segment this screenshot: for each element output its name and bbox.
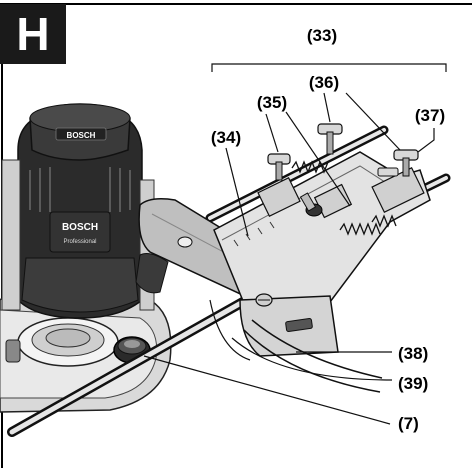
bracket-33 — [211, 63, 447, 72]
callout-37: (37) — [415, 106, 445, 125]
callout-39: (39) — [398, 374, 428, 393]
fine-adjust-springs — [291, 160, 397, 236]
callout-34: (34) — [211, 128, 241, 147]
brand-logo-top: BOSCH — [67, 131, 96, 140]
callout-35: (35) — [257, 93, 287, 112]
leader-lines — [143, 92, 435, 425]
callout-33: (33) — [307, 26, 337, 45]
router-body: BOSCH BOSCH Professional — [0, 103, 172, 413]
fence-screw-38 — [255, 293, 273, 307]
callout-36: (36) — [309, 73, 339, 92]
model-label: Professional — [63, 239, 96, 245]
wing-screw-35 — [267, 153, 291, 181]
callout-7: (7) — [398, 414, 419, 433]
wing-screw-37 — [377, 149, 419, 177]
callout-38: (38) — [398, 344, 428, 363]
fine-adjust-knob — [299, 192, 323, 217]
panel-letter-box: H — [0, 4, 66, 64]
panel-letter: H — [16, 8, 49, 60]
brand-logo-front: BOSCH — [62, 222, 98, 233]
parallel-guide — [209, 151, 431, 393]
wing-screw-36 — [317, 123, 343, 155]
